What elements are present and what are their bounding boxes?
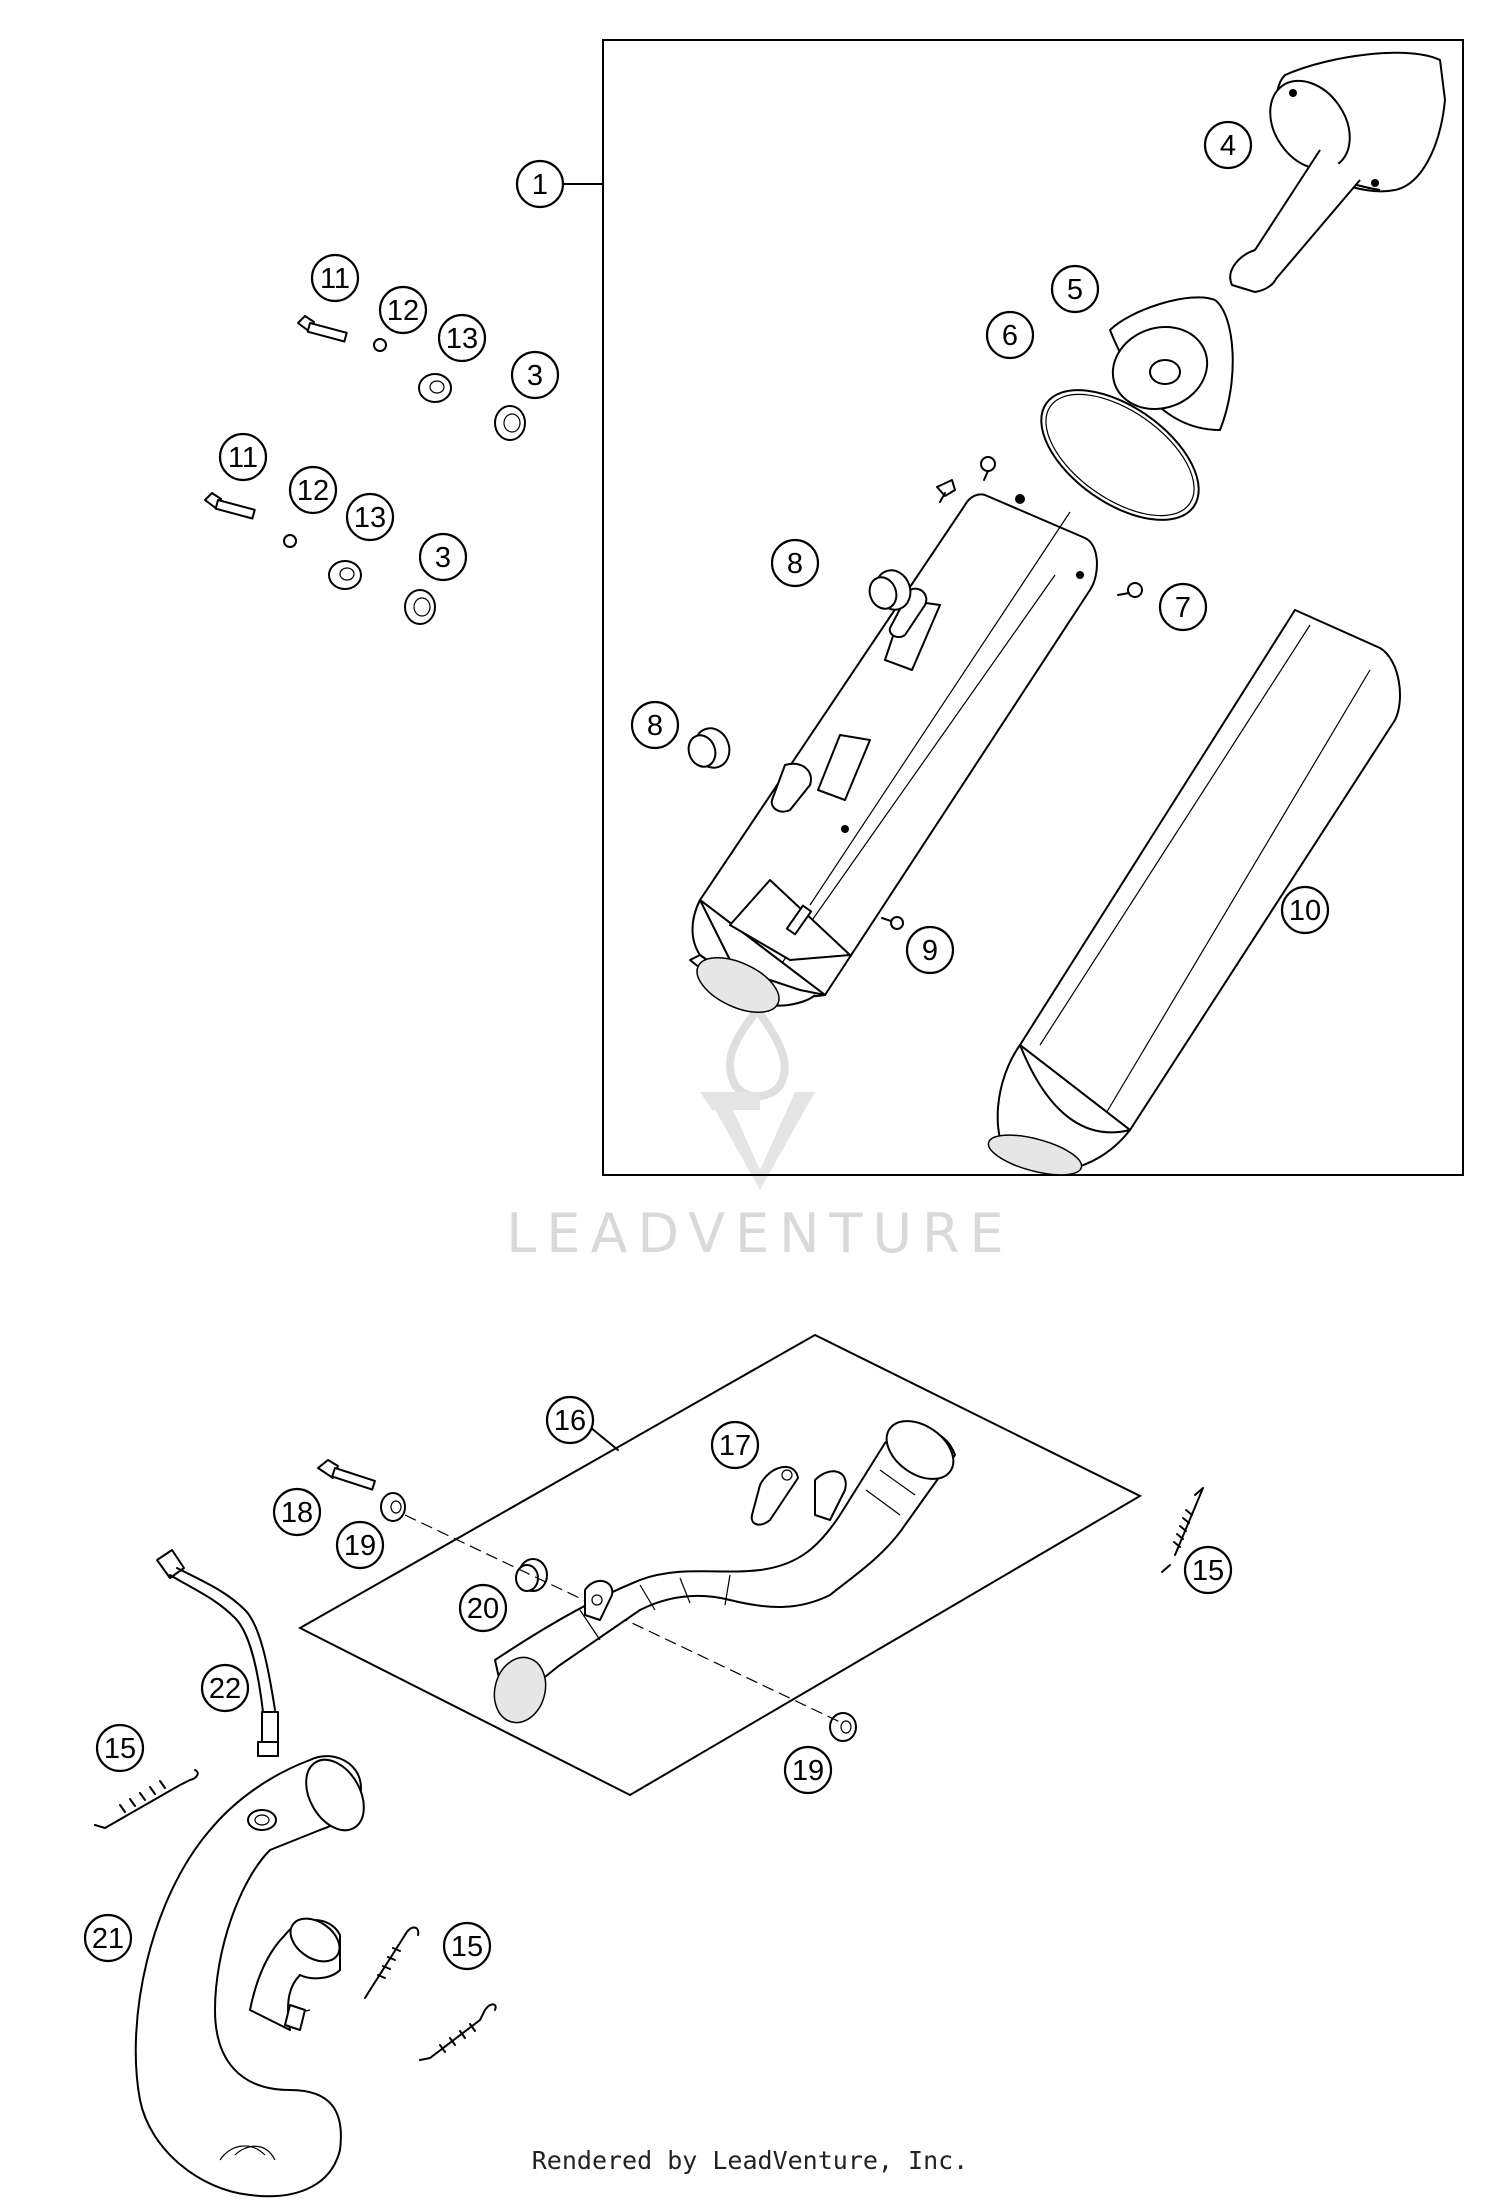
part-15-spring-left bbox=[94, 1769, 199, 1829]
assembly-16-frame bbox=[297, 1333, 1143, 1797]
callout-3-lower[interactable]: 3 bbox=[418, 532, 468, 582]
callout-9[interactable]: 9 bbox=[905, 925, 955, 975]
svg-text:10: 10 bbox=[1289, 895, 1321, 927]
screw-top-2 bbox=[936, 479, 956, 503]
screw-top-1 bbox=[980, 456, 996, 481]
svg-text:1: 1 bbox=[532, 169, 548, 201]
part-13-bushing-lower bbox=[328, 560, 362, 590]
svg-text:12: 12 bbox=[297, 475, 329, 507]
callout-12-lower[interactable]: 12 bbox=[288, 465, 338, 515]
callout-19-upper[interactable]: 19 bbox=[335, 1520, 385, 1570]
part-15-spring-lower-2 bbox=[419, 2003, 497, 2061]
part-7-screw bbox=[1117, 582, 1143, 598]
callout-10[interactable]: 10 bbox=[1280, 885, 1330, 935]
footer-credit: Rendered by LeadVenture, Inc. bbox=[531, 2146, 969, 2175]
part-12-washer-upper bbox=[373, 338, 387, 352]
part-8-grommet-lower bbox=[687, 727, 731, 769]
part-13-bushing-upper bbox=[418, 373, 452, 403]
svg-text:16: 16 bbox=[554, 1405, 586, 1437]
callout-3-upper[interactable]: 3 bbox=[510, 350, 560, 400]
callout-6[interactable]: 6 bbox=[985, 310, 1035, 360]
callout-20[interactable]: 20 bbox=[458, 1583, 508, 1633]
svg-text:15: 15 bbox=[451, 1931, 483, 1963]
callout-5[interactable]: 5 bbox=[1050, 264, 1100, 314]
svg-text:19: 19 bbox=[792, 1755, 824, 1787]
svg-text:22: 22 bbox=[209, 1673, 241, 1705]
svg-text:8: 8 bbox=[787, 548, 803, 580]
part-18-bolt bbox=[317, 1459, 376, 1491]
callout-16[interactable]: 16 bbox=[545, 1395, 595, 1445]
part-10-sleeve bbox=[987, 609, 1401, 1176]
callout-17[interactable]: 17 bbox=[710, 1420, 760, 1470]
part-3-grommet-lower bbox=[404, 589, 436, 625]
svg-text:19: 19 bbox=[344, 1530, 376, 1562]
part-4-end-cap bbox=[1229, 51, 1446, 293]
callout-4[interactable]: 4 bbox=[1203, 120, 1253, 170]
part-11-bolt-upper bbox=[297, 315, 348, 343]
part-8-grommet-upper bbox=[868, 569, 912, 611]
svg-text:6: 6 bbox=[1002, 320, 1018, 352]
svg-text:13: 13 bbox=[354, 502, 386, 534]
muffler-body bbox=[689, 493, 1098, 1014]
callout-7[interactable]: 7 bbox=[1158, 582, 1208, 632]
part-21-header-pipe bbox=[134, 1755, 365, 2198]
svg-text:11: 11 bbox=[228, 442, 258, 474]
callout-13-upper[interactable]: 13 bbox=[437, 313, 487, 363]
svg-text:7: 7 bbox=[1175, 592, 1191, 624]
part-17-clamp bbox=[750, 1465, 799, 1526]
part-5-cone bbox=[1109, 296, 1234, 431]
svg-text:15: 15 bbox=[1192, 1555, 1224, 1587]
callout-8-lower[interactable]: 8 bbox=[630, 700, 680, 750]
part-6-gasket bbox=[1040, 389, 1200, 521]
callout-11-upper[interactable]: 11 bbox=[310, 253, 360, 303]
svg-text:11: 11 bbox=[320, 263, 350, 295]
header-pipe bbox=[493, 1420, 956, 1724]
part-9-screw bbox=[881, 916, 904, 930]
part-20-grommet bbox=[515, 1558, 548, 1592]
svg-text:12: 12 bbox=[387, 295, 419, 327]
part-19-washer-lower bbox=[829, 1712, 857, 1742]
part-22-sensor bbox=[156, 1549, 279, 1757]
part-3-grommet-upper bbox=[494, 405, 526, 441]
part-15-spring-lower-1 bbox=[364, 1926, 420, 1999]
part-19-washer-upper bbox=[380, 1492, 406, 1522]
svg-text:13: 13 bbox=[446, 323, 478, 355]
svg-text:3: 3 bbox=[435, 542, 451, 574]
svg-text:17: 17 bbox=[719, 1430, 751, 1462]
watermark-text: LEADVENTURE bbox=[506, 1202, 1013, 1265]
callout-15-left[interactable]: 15 bbox=[95, 1723, 145, 1773]
callout-13-lower[interactable]: 13 bbox=[345, 492, 395, 542]
svg-text:21: 21 bbox=[92, 1923, 124, 1955]
svg-text:8: 8 bbox=[647, 710, 663, 742]
svg-text:9: 9 bbox=[922, 935, 938, 967]
svg-text:5: 5 bbox=[1067, 274, 1083, 306]
callout-22[interactable]: 22 bbox=[200, 1663, 250, 1713]
part-15-spring-right bbox=[1161, 1487, 1204, 1573]
part-12-washer-lower bbox=[283, 534, 297, 548]
callout-11-lower[interactable]: 11 bbox=[218, 432, 268, 482]
svg-text:3: 3 bbox=[527, 360, 543, 392]
callout-18[interactable]: 18 bbox=[272, 1487, 322, 1537]
callout-15-lower[interactable]: 15 bbox=[442, 1921, 492, 1971]
svg-text:18: 18 bbox=[281, 1497, 313, 1529]
callout-12-upper[interactable]: 12 bbox=[378, 285, 428, 335]
assembly-1-frame bbox=[602, 39, 1464, 1176]
svg-text:4: 4 bbox=[1220, 130, 1236, 162]
callout-19-lower[interactable]: 19 bbox=[783, 1745, 833, 1795]
callout-8-upper[interactable]: 8 bbox=[770, 538, 820, 588]
callout-1[interactable]: 1 bbox=[515, 159, 565, 209]
callout-21[interactable]: 21 bbox=[83, 1913, 133, 1963]
watermark-logo bbox=[700, 1003, 815, 1190]
svg-text:15: 15 bbox=[104, 1733, 136, 1765]
svg-text:20: 20 bbox=[467, 1593, 499, 1625]
callout-15-right[interactable]: 15 bbox=[1183, 1545, 1233, 1595]
part-11-bolt-lower bbox=[204, 492, 256, 520]
